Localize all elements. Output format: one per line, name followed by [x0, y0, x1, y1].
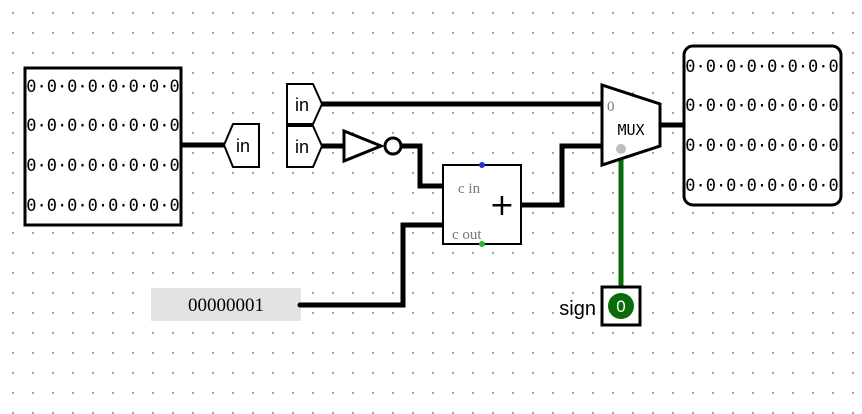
- tunnel-middle-shape: [286, 125, 324, 168]
- adder-plus-icon: +: [489, 188, 514, 223]
- mux-input0-label: 0: [607, 99, 615, 115]
- wire-not-to-adder[interactable]: [400, 143, 447, 189]
- constant-value: 00000001: [188, 295, 264, 316]
- adder-carry-in-dot: [479, 162, 485, 168]
- output-register-row-2: 0·0·0·0·0·0·0·0: [685, 96, 839, 116]
- mux[interactable]: 0 MUX: [600, 82, 662, 168]
- input-register-row-3: 0·0·0·0·0·0·0·0: [26, 156, 180, 176]
- adder-carry-in-label: c in: [458, 181, 481, 197]
- not-gate[interactable]: [342, 128, 403, 164]
- adder-carry-out-label: c out: [452, 227, 482, 243]
- output-register[interactable]: 0·0·0·0·0·0·0·0 0·0·0·0·0·0·0·0 0·0·0·0·…: [682, 44, 843, 207]
- tunnel-left-label: in: [236, 136, 250, 156]
- tunnel-middle-label: in: [295, 137, 309, 157]
- input-register-row-1: 0·0·0·0·0·0·0·0: [26, 77, 180, 97]
- constant-background: [151, 288, 301, 321]
- wires: [178, 101, 688, 308]
- input-register[interactable]: 0·0·0·0·0·0·0·0 0·0·0·0·0·0·0·0 0·0·0·0·…: [23, 66, 183, 227]
- output-register-frame: [682, 44, 843, 207]
- tunnel-top-label: in: [295, 95, 309, 115]
- input-register-row-2: 0·0·0·0·0·0·0·0: [26, 116, 180, 136]
- sign-pin[interactable]: sign 0: [559, 285, 642, 327]
- tunnel-left[interactable]: in: [222, 123, 260, 168]
- tunnel-top[interactable]: in: [286, 83, 324, 125]
- wire-constant-to-adder[interactable]: [298, 222, 447, 308]
- output-register-row-4: 0·0·0·0·0·0·0·0: [685, 176, 839, 196]
- input-register-row-4: 0·0·0·0·0·0·0·0: [26, 196, 180, 216]
- not-gate-triangle: [342, 128, 385, 164]
- tunnel-middle[interactable]: in: [286, 125, 324, 168]
- output-register-row-1: 0·0·0·0·0·0·0·0: [685, 57, 839, 77]
- mux-select-dot: [616, 144, 626, 154]
- mux-shape: [600, 82, 662, 168]
- adder-carry-out-dot: [479, 241, 485, 247]
- input-register-frame: [23, 66, 183, 227]
- adder[interactable]: c in c out +: [442, 162, 522, 247]
- not-gate-bubble: [383, 136, 403, 156]
- sign-pin-value: 0: [616, 297, 625, 316]
- constant[interactable]: 00000001: [151, 288, 303, 321]
- mux-label: MUX: [617, 121, 644, 139]
- output-register-row-3: 0·0·0·0·0·0·0·0: [685, 136, 839, 156]
- sign-pin-led[interactable]: [608, 293, 634, 319]
- sign-pin-label: sign: [559, 298, 596, 320]
- tunnel-top-shape: [286, 83, 324, 125]
- tunnel-left-shape: [222, 123, 260, 168]
- constant-port-dot: [297, 302, 303, 308]
- wire-adder-to-mux1[interactable]: [519, 143, 605, 208]
